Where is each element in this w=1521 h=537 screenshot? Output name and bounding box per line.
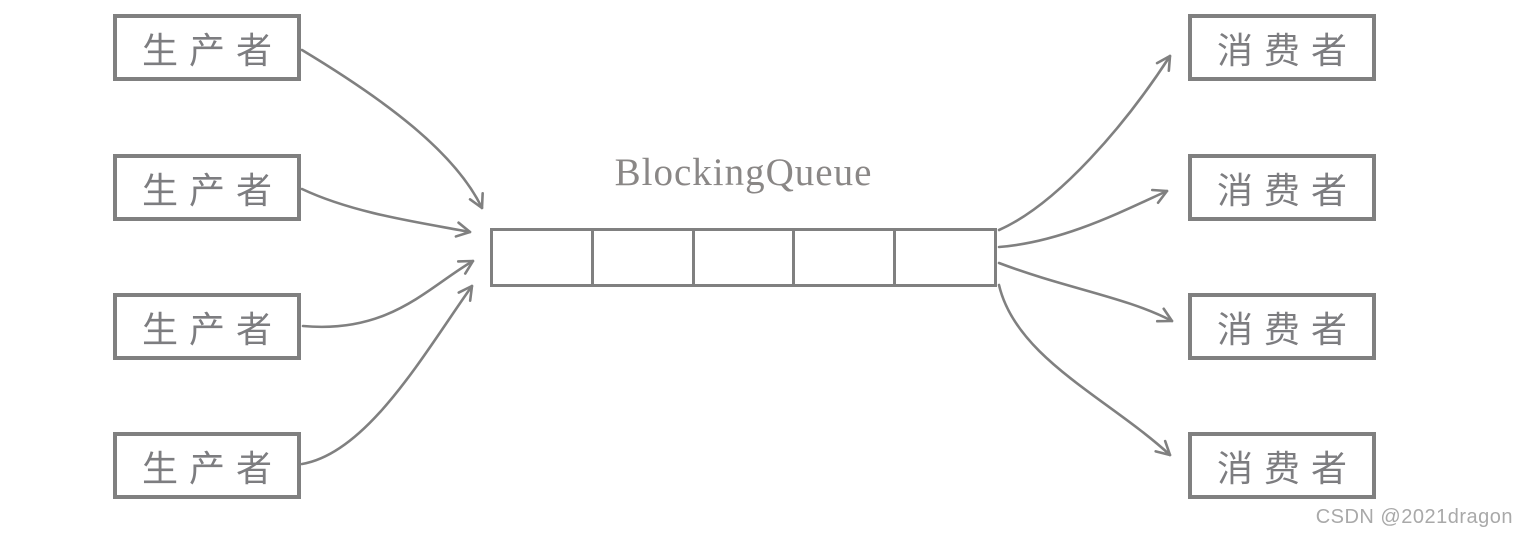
producer-label: 生产者: [141, 30, 283, 71]
arrow-queue-to-consumer-4: [997, 283, 1172, 457]
queue-cell: [792, 231, 894, 284]
queue-title: BlockingQueue: [614, 151, 873, 194]
producer-box-2: 生产者: [113, 154, 301, 221]
consumer-label: 消费者: [1216, 309, 1358, 350]
blocking-queue: [490, 228, 997, 287]
consumer-label: 消费者: [1216, 448, 1358, 489]
arrow-producer-4-to-queue: [300, 284, 474, 466]
arrow-queue-to-consumer-1: [997, 54, 1172, 232]
arrow-producer-3-to-queue: [301, 259, 475, 329]
consumer-box-2: 消费者: [1188, 154, 1376, 221]
consumer-box-4: 消费者: [1188, 432, 1376, 499]
consumer-label: 消费者: [1216, 30, 1358, 71]
producer-label: 生产者: [141, 309, 283, 350]
producer-box-3: 生产者: [113, 293, 301, 360]
consumer-label: 消费者: [1216, 170, 1358, 211]
producer-label: 生产者: [141, 170, 283, 211]
queue-cell: [493, 231, 591, 284]
arrow-producer-1-to-queue: [300, 48, 484, 210]
producer-box-4: 生产者: [113, 432, 301, 499]
arrow-producer-2-to-queue: [300, 187, 472, 238]
consumer-box-3: 消费者: [1188, 293, 1376, 360]
queue-cell: [691, 231, 793, 284]
producer-box-1: 生产者: [113, 14, 301, 81]
arrow-queue-to-consumer-2: [997, 188, 1169, 249]
queue-cell: [893, 231, 994, 284]
arrow-queue-to-consumer-3: [997, 261, 1174, 323]
producer-label: 生产者: [141, 448, 283, 489]
consumer-box-1: 消费者: [1188, 14, 1376, 81]
queue-cell: [590, 231, 692, 284]
csdn-watermark: CSDN @2021dragon: [1315, 506, 1513, 528]
